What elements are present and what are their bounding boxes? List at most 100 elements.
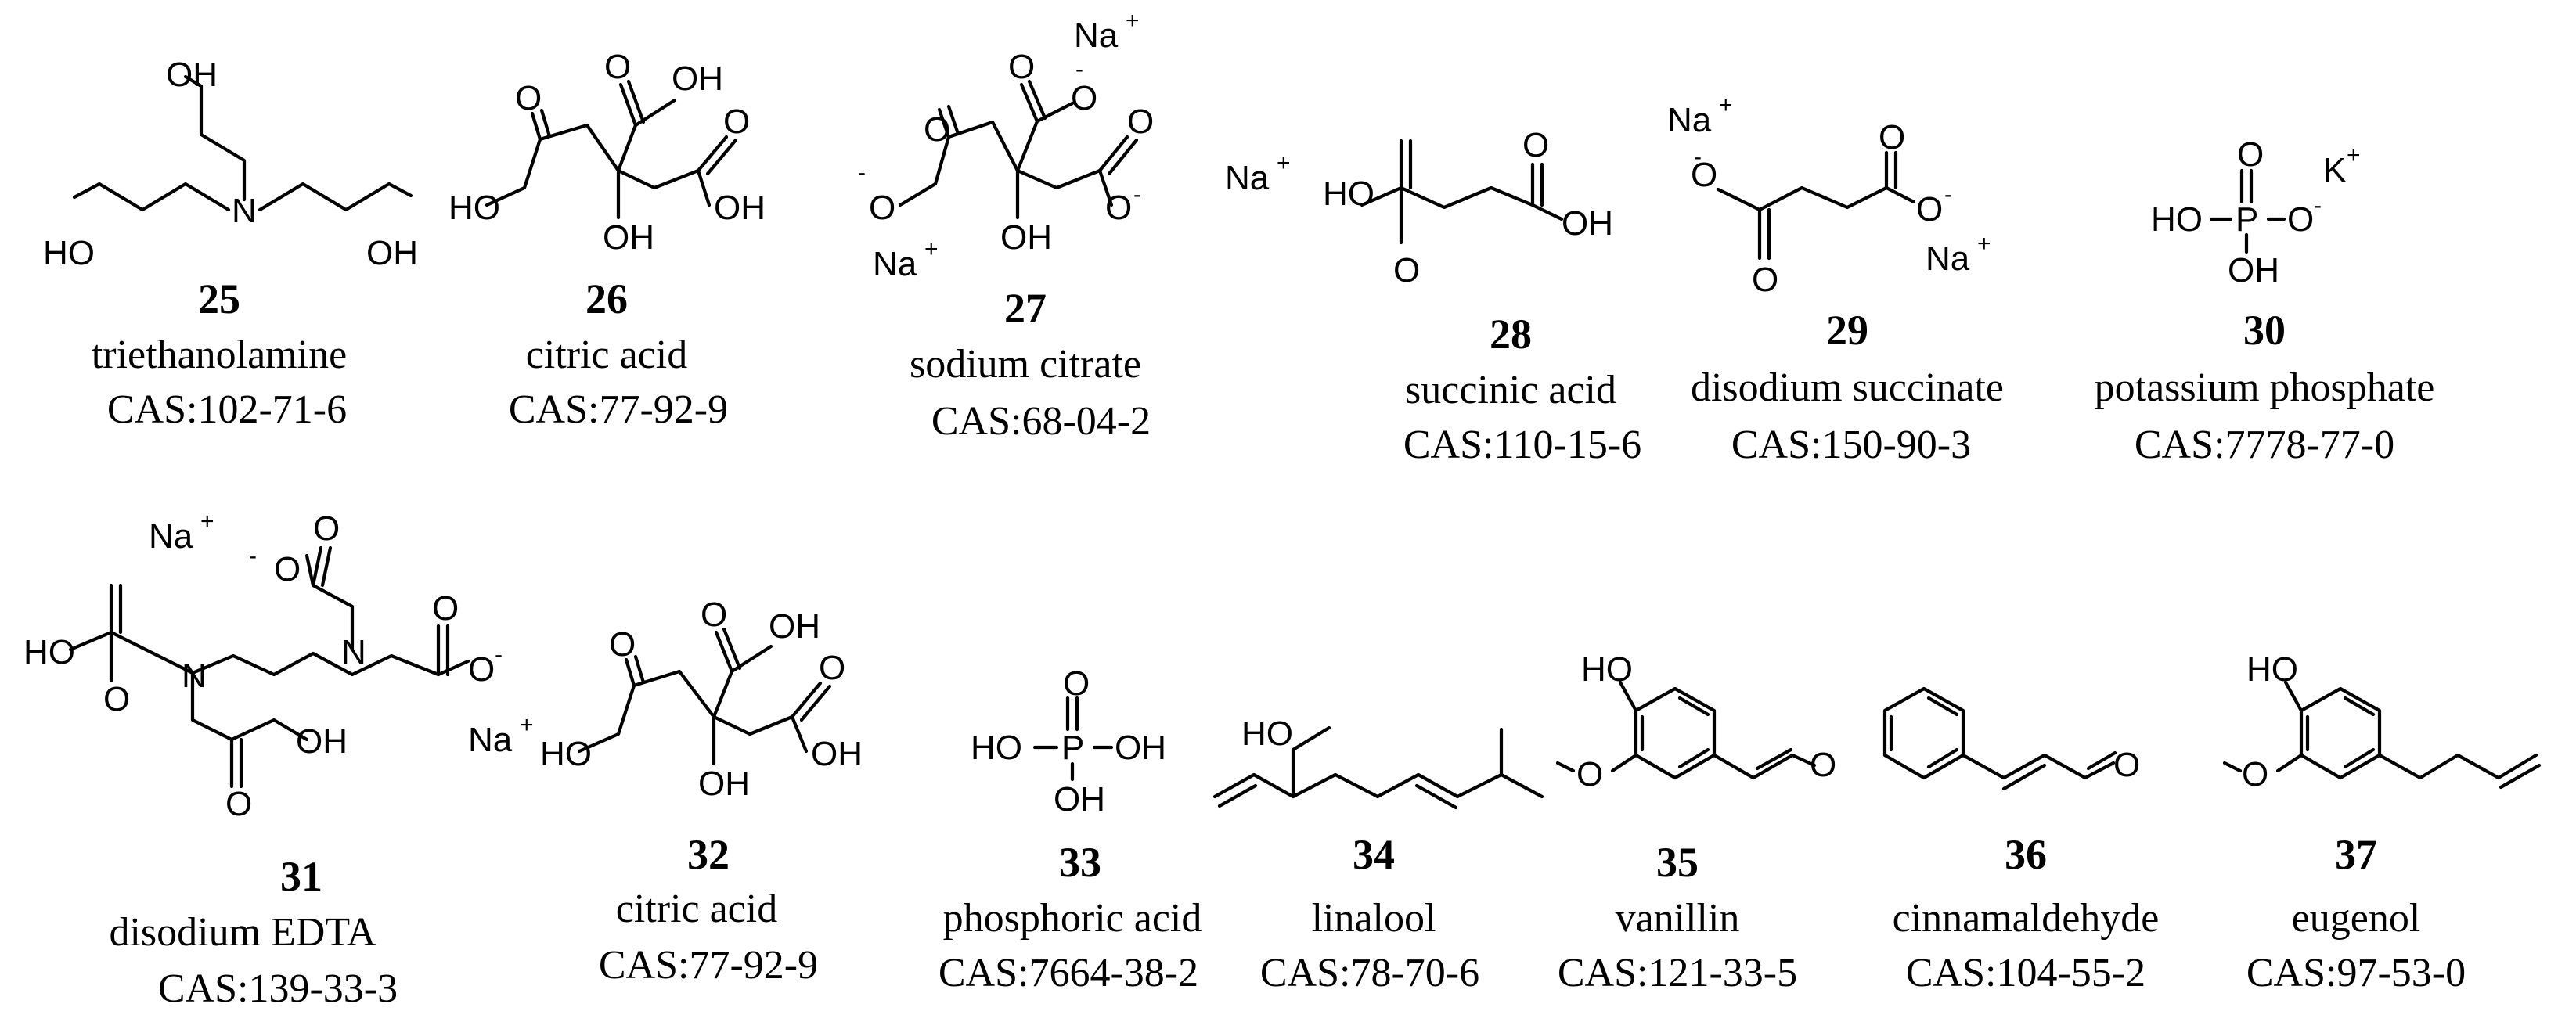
compound-number: 31 bbox=[280, 853, 322, 900]
o-atom: O bbox=[609, 625, 636, 664]
oh-label: OH bbox=[603, 218, 654, 257]
o-atom: O bbox=[1008, 48, 1035, 86]
na-ion: Na bbox=[149, 517, 193, 556]
plus-charge: + bbox=[200, 509, 214, 534]
na-ion: Na bbox=[1926, 239, 1970, 278]
n-atom: N bbox=[341, 633, 366, 671]
o-atom: O bbox=[1576, 755, 1603, 793]
structure-27: O - O O O - O O - OH Na + Na + Na + bbox=[858, 8, 1291, 283]
compound-cas: CAS:110-15-6 bbox=[1403, 423, 1641, 467]
compound-cas: CAS:7778-77-0 bbox=[2135, 423, 2394, 467]
p-atom: P bbox=[1061, 729, 1084, 767]
o-atom: O bbox=[1522, 126, 1549, 164]
plus-charge: + bbox=[1977, 231, 1991, 257]
compound-number: 26 bbox=[585, 275, 628, 322]
compound-number: 36 bbox=[2005, 831, 2047, 878]
compound-name: disodium EDTA bbox=[109, 910, 376, 955]
compound-name: vanillin bbox=[1616, 896, 1740, 941]
oh-label: OH bbox=[1115, 729, 1166, 767]
o-atom: O bbox=[1071, 79, 1097, 117]
o-atom: O bbox=[313, 509, 340, 548]
compound-number: 32 bbox=[687, 831, 730, 878]
oh-label: OH bbox=[1054, 780, 1105, 819]
compound-number: 33 bbox=[1059, 839, 1101, 886]
ho-label: HO bbox=[23, 633, 75, 671]
plus-charge: + bbox=[520, 712, 534, 738]
plus-charge: + bbox=[1719, 92, 1733, 118]
structure-33: HO P O OH OH bbox=[971, 664, 1166, 819]
compound-number: 25 bbox=[198, 275, 240, 322]
structure-30: HO P O O - OH K + bbox=[2151, 135, 2361, 290]
o-atom: O bbox=[1393, 251, 1420, 290]
structure-32: HO O O OH O OH OH bbox=[540, 596, 863, 803]
k-ion: K bbox=[2323, 151, 2346, 189]
ho-label: HO bbox=[1581, 650, 1633, 689]
compound-number: 34 bbox=[1353, 831, 1395, 878]
o-atom: O bbox=[1105, 189, 1132, 227]
compound-name: succinic acid bbox=[1405, 368, 1616, 412]
minus-charge: - bbox=[1075, 56, 1083, 82]
o-atom: O bbox=[1879, 118, 1905, 157]
compound-number: 35 bbox=[1656, 839, 1699, 886]
compound-cas: CAS:7664-38-2 bbox=[939, 951, 1198, 995]
minus-charge: - bbox=[495, 642, 503, 668]
o-atom: O bbox=[723, 103, 750, 141]
o-atom: O bbox=[103, 680, 130, 718]
compound-name: potassium phosphate bbox=[2095, 365, 2435, 410]
o-atom: O bbox=[1810, 746, 1836, 784]
compound-cas: CAS:139-33-3 bbox=[158, 966, 398, 1011]
n-atom: N bbox=[232, 192, 257, 230]
structure-29: O - O O O - Na + Na + bbox=[1667, 92, 1991, 299]
minus-charge: - bbox=[2314, 193, 2322, 218]
plus-charge: + bbox=[1277, 150, 1291, 176]
structure-31: HO O N N OH O O - O O O - Na + Na + bbox=[23, 509, 534, 823]
o-atom: O bbox=[468, 650, 495, 689]
o-atom: O bbox=[225, 785, 252, 823]
o-atom: O bbox=[1916, 190, 1943, 229]
ho-label: HO bbox=[43, 234, 95, 272]
compound-cas: CAS:68-04-2 bbox=[931, 399, 1151, 444]
compound-name: sodium citrate bbox=[910, 342, 1141, 387]
compound-cas: CAS:150-90-3 bbox=[1731, 423, 1971, 467]
ho-label: HO bbox=[1241, 714, 1293, 753]
oh-label: OH bbox=[1562, 204, 1613, 243]
compound-number: 30 bbox=[2243, 307, 2286, 354]
o-atom: O bbox=[869, 189, 895, 227]
compound-cas: CAS:77-92-9 bbox=[599, 943, 818, 988]
na-ion: Na bbox=[1225, 159, 1270, 197]
plus-charge: + bbox=[1126, 8, 1140, 34]
compound-number: 28 bbox=[1490, 311, 1532, 358]
compound-cas: CAS:77-92-9 bbox=[509, 387, 728, 432]
ho-label: HO bbox=[2151, 200, 2203, 239]
compound-cas: CAS:102-71-6 bbox=[107, 387, 347, 432]
o-atom: O bbox=[2113, 746, 2140, 784]
oh-label: OH bbox=[366, 234, 418, 272]
oh-label: OH bbox=[811, 735, 863, 773]
p-atom: P bbox=[2236, 200, 2258, 239]
na-ion: Na bbox=[873, 245, 917, 283]
o-atom: O bbox=[1063, 664, 1090, 703]
compound-name: citric acid bbox=[526, 333, 687, 377]
na-ion: Na bbox=[468, 721, 513, 759]
structure-28: HO O O OH bbox=[1323, 126, 1613, 290]
oh-label: OH bbox=[2228, 251, 2279, 290]
n-atom: N bbox=[182, 657, 207, 695]
o-atom: O bbox=[1691, 156, 1717, 194]
compound-number: 27 bbox=[1004, 285, 1047, 332]
oh-label: OH bbox=[296, 722, 348, 761]
oh-label: OH bbox=[769, 607, 820, 646]
o-atom: O bbox=[701, 596, 727, 634]
structure-35: HO O O bbox=[1555, 650, 1836, 793]
o-atom: O bbox=[2237, 135, 2264, 174]
na-ion: Na bbox=[1667, 101, 1712, 139]
structure-25: N HO OH OH bbox=[43, 56, 418, 272]
structure-26: HO O O OH O OH OH bbox=[449, 48, 766, 257]
structure-34: HO bbox=[1212, 714, 1544, 810]
compound-number: 37 bbox=[2335, 831, 2377, 878]
oh-label: OH bbox=[714, 189, 766, 227]
compound-name: eugenol bbox=[2292, 896, 2421, 941]
o-atom: O bbox=[2242, 755, 2268, 793]
plus-charge: + bbox=[2347, 142, 2361, 168]
minus-charge: - bbox=[249, 543, 257, 569]
